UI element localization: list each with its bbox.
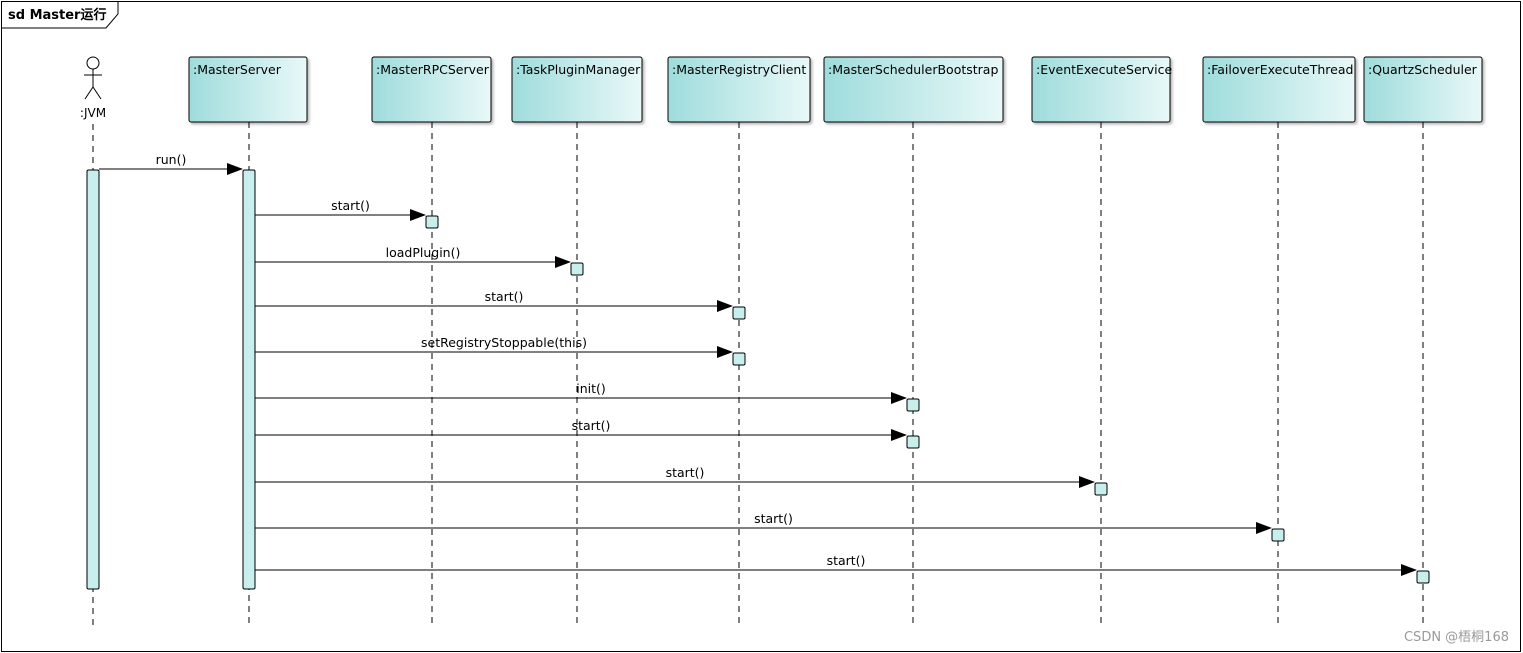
lifeline-box-masterrpcserver[interactable]: :MasterRPCServer [371, 56, 492, 123]
message-5[interactable]: init() [255, 381, 920, 412]
message-6[interactable]: start() [255, 418, 920, 449]
arrowhead-icon [717, 300, 733, 312]
activation-box-quartzscheduler [1416, 570, 1430, 584]
activation-bar-jvm [86, 169, 100, 590]
activation-box-taskpluginmanager [570, 262, 584, 276]
lifeline-box-masterserver[interactable]: :MasterServer [188, 56, 308, 123]
message-3[interactable]: start() [255, 289, 746, 320]
lifeline-box-failoverexecutethread[interactable]: :FailoverExecuteThread [1202, 56, 1356, 123]
lifeline-box-masterregistryclient[interactable]: :MasterRegistryClient [667, 56, 811, 123]
message-label: start() [485, 289, 524, 304]
actor-jvm[interactable]: :JVM [80, 56, 106, 120]
lifeline-name: :MasterRPCServer [376, 62, 490, 77]
arrowhead-icon [1256, 522, 1272, 534]
arrowhead-icon [717, 346, 733, 358]
message-label: setRegistryStoppable(this) [421, 335, 587, 350]
lifeline-name: :TaskPluginManager [516, 62, 641, 77]
lifeline-box-rect [1202, 56, 1356, 123]
message-label: start() [572, 418, 611, 433]
activation-box-failoverexecutethread [1271, 528, 1285, 542]
message-0[interactable]: run() [99, 152, 243, 175]
message-4[interactable]: setRegistryStoppable(this) [255, 335, 746, 366]
lifeline-name: :QuartzScheduler [1368, 62, 1478, 77]
frame-label-tab [1, 1, 119, 29]
arrowhead-icon [1401, 564, 1417, 576]
lifeline-box-rect [188, 56, 308, 123]
message-2[interactable]: loadPlugin() [255, 245, 584, 276]
lifeline-box-masterschedulerbootstrap[interactable]: :MasterSchedulerBootstrap [823, 56, 1004, 123]
message-8[interactable]: start() [255, 511, 1285, 542]
message-7[interactable]: start() [255, 465, 1108, 496]
activation-box-masterschedulerbootstrap [906, 435, 920, 449]
message-label: start() [331, 198, 370, 213]
lifeline-name: :FailoverExecuteThread [1207, 62, 1353, 77]
message-label: start() [666, 465, 705, 480]
activation-box-masterregistryclient [732, 306, 746, 320]
lifeline-box-quartzscheduler[interactable]: :QuartzScheduler [1363, 56, 1483, 123]
activation-box-masterschedulerbootstrap [906, 398, 920, 412]
arrowhead-icon [891, 392, 907, 404]
arrowhead-icon [1079, 476, 1095, 488]
lifeline-name: :MasterServer [193, 62, 282, 77]
activation-box-masterrpcserver [425, 215, 439, 229]
lifeline-box-taskpluginmanager[interactable]: :TaskPluginManager [511, 56, 643, 123]
message-label: start() [754, 511, 793, 526]
actor-name: :JVM [80, 106, 106, 120]
lifeline-box-eventexecuteservice[interactable]: :EventExecuteService [1031, 56, 1173, 123]
arrowhead-icon [891, 429, 907, 441]
activation-box-masterregistryclient [732, 352, 746, 366]
message-label: init() [576, 381, 606, 396]
lifeline-name: :MasterSchedulerBootstrap [828, 62, 998, 77]
message-label: run() [156, 152, 187, 167]
activation-bar-masterserver [242, 169, 256, 590]
lifeline-name: :EventExecuteService [1036, 62, 1173, 77]
lifeline-name: :MasterRegistryClient [672, 62, 806, 77]
stick-figure-icon [84, 56, 102, 100]
frame-label: sd Master运行 [8, 7, 106, 23]
watermark: CSDN @梧桐168 [1403, 630, 1509, 645]
arrowhead-icon [227, 163, 243, 175]
message-9[interactable]: start() [255, 553, 1430, 584]
arrowhead-icon [410, 209, 426, 221]
message-label: start() [827, 553, 866, 568]
activation-box-eventexecuteservice [1094, 482, 1108, 496]
arrowhead-icon [555, 256, 571, 268]
message-label: loadPlugin() [386, 245, 461, 260]
message-1[interactable]: start() [255, 198, 439, 229]
